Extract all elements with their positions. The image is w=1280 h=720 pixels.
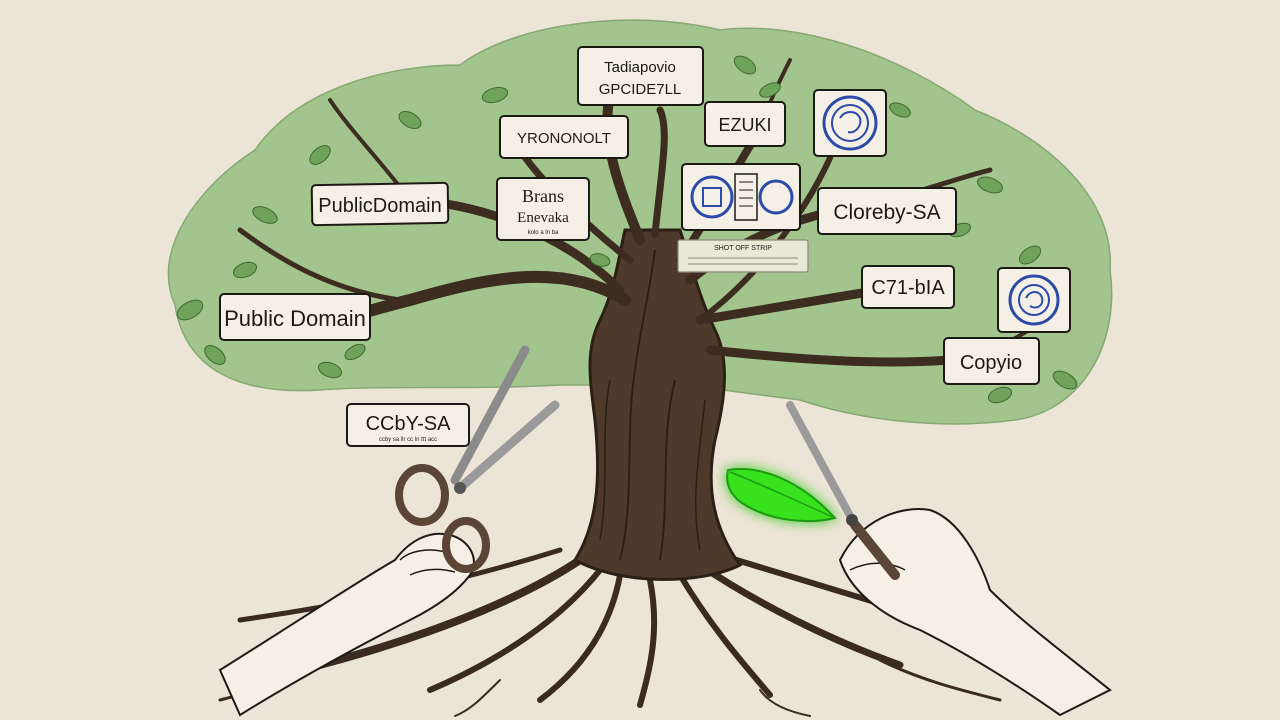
label-ezuki: EZUKI [704,101,786,147]
label-top: Tadiapovio GPCIDE7LL [577,46,704,106]
label-public-domain-lower: Public Domain [219,293,371,341]
label-c71-bia: C71-bIA [861,265,955,309]
label-center-strip: SHOT OFF STRIP [677,239,809,273]
glowing-leaf-icon [726,468,837,523]
label-public-domain-lower-text: Public Domain [224,306,366,331]
label-ccreby-sa-text: Cloreby-SA [833,201,940,224]
license-seal-icon [813,89,887,157]
label-cc-by-sa-left: CCbY-SA ccby sa llr cc ln ttt acc [346,403,470,447]
right-hand [838,508,1112,717]
left-hand [218,532,475,717]
pruning-shears-icon [786,401,900,580]
label-public-domain-upper-text: PublicDomain [318,195,441,217]
scissors-icon [395,345,560,573]
label-yronont: YRONONOLT [499,115,629,159]
label-cc-by-sa-left-text: CCbY-SA [366,413,452,435]
label-copyio-text: Copyio [960,352,1022,374]
label-ccreby-sa: Cloreby-SA [817,187,957,235]
label-top-line1: Tadiapovio [604,59,676,76]
label-brans-line2: Enevaka [517,210,569,226]
label-top-line2: GPCIDE7LL [599,81,682,98]
label-c71-bia-text: C71-bIA [871,277,945,299]
license-seal-icon [681,163,801,231]
label-ezuki-text: EZUKI [718,115,771,135]
tree-leaves [176,55,1078,404]
label-brans-small: kolo a ln ba [528,230,559,236]
label-copyio: Copyio [943,337,1040,385]
label-center-strip-text: SHOT OFF STRIP [714,245,772,252]
label-cc-by-sa-left-small: ccby sa llr cc ln ttt acc [379,437,437,443]
label-public-domain-upper: PublicDomain [310,181,450,227]
label-brans: Brans Enevaka kolo a ln ba [496,177,590,241]
license-seal-icon [997,267,1071,333]
label-yronont-text: YRONONOLT [517,130,611,147]
label-brans-line1: Brans [522,186,564,206]
